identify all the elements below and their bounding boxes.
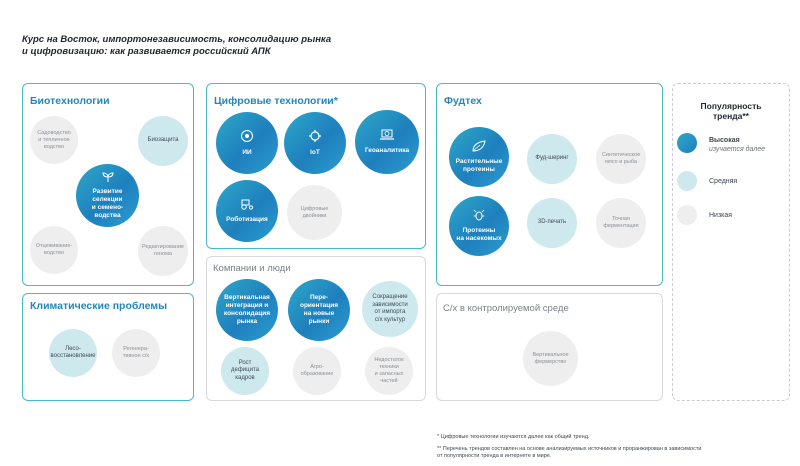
panel-digital: Цифровые технологии* ИИ IoT Геоаналитика… <box>206 83 426 249</box>
panel-controlled: С/х в контролируемой среде Вертикальное … <box>436 293 663 401</box>
legend-low: Низкая <box>709 212 733 219</box>
trend-import-reduction: Сокращение зависимости от импорта с/х ку… <box>362 281 418 337</box>
trend-bioprotection: Биозащита <box>138 116 188 166</box>
panel-title-companies: Компании и люди <box>213 263 291 274</box>
trend-3d-printing: 3D-печать <box>527 198 577 248</box>
legend-mid: Средняя <box>709 178 738 185</box>
trend-agro-education: Агро- образование <box>293 347 341 395</box>
trend-vertical-farming: Вертикальное фермерство <box>523 331 578 386</box>
bug-icon <box>473 209 485 224</box>
panel-companies: Компании и люди Вертикальная интеграция … <box>206 256 426 401</box>
panel-climate: Климатические проблемы Лесо- восстановле… <box>22 293 194 401</box>
panel-title-climate: Климатические проблемы <box>30 300 168 312</box>
tractor-icon <box>239 198 255 213</box>
trend-food-sharing: Фуд-шеринг <box>527 134 577 184</box>
trend-selection: Развитие селекции и семено- водства <box>76 164 139 227</box>
page-title: Курс на Восток, импортонезависимость, ко… <box>22 34 332 57</box>
trend-regenerative: Регенера- тивное с/х <box>112 329 160 377</box>
footnote-ranking: ** Перечень трендов составлен на основе … <box>437 446 702 459</box>
trend-digital-twins: Цифровые двойники <box>287 185 342 240</box>
leaf-icon <box>471 140 487 155</box>
ai-head-icon <box>240 129 254 146</box>
trend-breeding: Отцеживание- водство <box>30 226 78 274</box>
trend-vertical-integration: Вертикальная интеграция и консолидация р… <box>216 279 278 341</box>
trend-staff-shortage: Рост дефицита кадров <box>221 347 269 395</box>
footnote-digital: * Цифровые технологии изучаются далее ка… <box>437 434 590 440</box>
legend-title: Популярность тренда** <box>700 101 762 121</box>
panel-title-biotech: Биотехнологии <box>30 95 110 107</box>
trend-iot: IoT <box>284 112 346 174</box>
trend-reforestation: Лесо- восстановление <box>49 329 97 377</box>
panel-title-foodtech: Фудтех <box>444 95 482 107</box>
legend-high-dot <box>677 133 697 153</box>
legend-panel <box>672 83 790 401</box>
trend-robotics: Роботизация <box>216 180 278 242</box>
trend-ai: ИИ <box>216 112 278 174</box>
laptop-globe-icon <box>379 129 395 144</box>
panel-foodtech: Фудтех Растительные протеины Фуд-шеринг … <box>436 83 663 286</box>
trend-plant-proteins: Растительные протеины <box>449 127 509 187</box>
panel-biotech: Биотехнологии Садоводство и тепличное во… <box>22 83 194 286</box>
trend-synthetic-meat: Синтетическое мясо и рыба <box>596 134 646 184</box>
trend-genome-editing: Редактирование генома <box>138 226 188 276</box>
trend-gardening: Садоводство и тепличное водство <box>30 116 78 164</box>
legend-low-dot <box>677 205 697 225</box>
legend-mid-dot <box>677 171 697 191</box>
trend-geoanalytics: Геоаналитика <box>355 110 419 174</box>
trend-precision-fermentation: Точная ферментация <box>596 198 646 248</box>
trend-equipment-shortage: Недостаток техники и запасных частей <box>365 347 413 395</box>
trend-insect-proteins: Протеины на насекомых <box>449 196 509 256</box>
iot-gear-icon <box>308 129 322 146</box>
trend-new-markets: Пере- ориентация на новые рынки <box>288 279 350 341</box>
sprout-icon <box>101 171 114 185</box>
panel-title-controlled: С/х в контролируемой среде <box>443 303 569 314</box>
panel-title-digital: Цифровые технологии* <box>214 95 338 107</box>
